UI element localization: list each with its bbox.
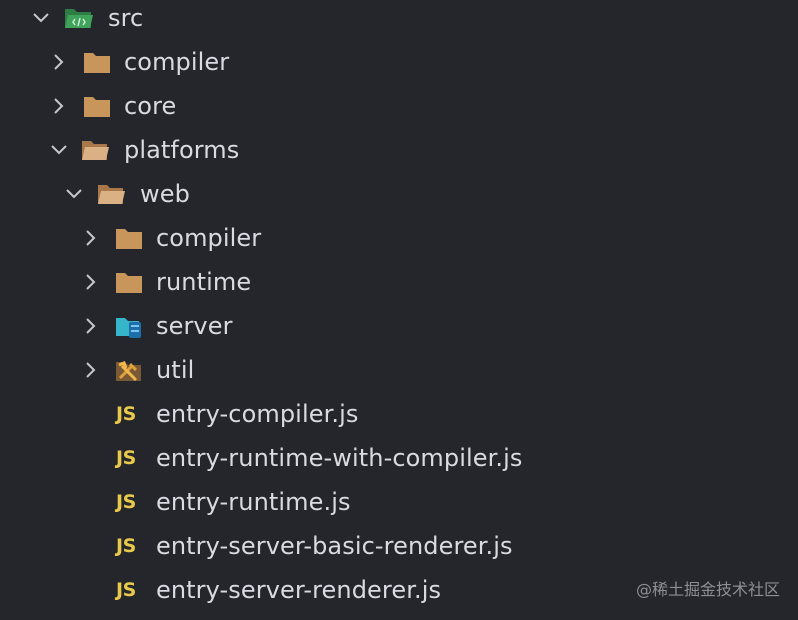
chevron-down-icon[interactable]: [30, 7, 52, 29]
folder-icon: [82, 92, 112, 120]
tree-item-compiler[interactable]: compiler: [0, 40, 798, 84]
chevron-right-icon[interactable]: [48, 51, 70, 73]
tree-item-label: runtime: [156, 268, 252, 296]
tree-item-file[interactable]: JS entry-compiler.js: [0, 392, 798, 436]
src-folder-open-icon: [64, 4, 94, 32]
tree-item-label: core: [124, 92, 177, 120]
tree-item-file[interactable]: JS entry-runtime-with-compiler.js: [0, 436, 798, 480]
chevron-right-icon[interactable]: [80, 315, 102, 337]
javascript-file-icon: JS: [116, 579, 136, 601]
tree-item-src[interactable]: src: [0, 0, 798, 40]
tree-item-label: entry-server-renderer.js: [156, 576, 442, 604]
chevron-right-icon[interactable]: [48, 95, 70, 117]
tree-item-label: entry-server-basic-renderer.js: [156, 532, 513, 560]
tree-item-label: src: [108, 4, 144, 32]
tree-item-web-server[interactable]: server: [0, 304, 798, 348]
tree-item-web-util[interactable]: util: [0, 348, 798, 392]
tree-item-label: entry-runtime.js: [156, 488, 351, 516]
folder-open-icon: [80, 136, 110, 164]
chevron-right-icon[interactable]: [80, 227, 102, 249]
folder-open-icon: [96, 180, 126, 208]
tree-item-file[interactable]: JS entry-server-renderer.js: [0, 568, 798, 612]
tree-item-label: web: [140, 180, 190, 208]
tree-item-platforms[interactable]: platforms: [0, 128, 798, 172]
javascript-file-icon: JS: [116, 491, 136, 513]
tree-item-file[interactable]: JS entry-server-basic-renderer.js: [0, 524, 798, 568]
folder-icon: [82, 48, 112, 76]
tree-item-label: compiler: [156, 224, 262, 252]
tree-item-web-runtime[interactable]: runtime: [0, 260, 798, 304]
javascript-file-icon: JS: [116, 535, 136, 557]
watermark: @稀土掘金技术社区: [635, 580, 780, 599]
chevron-right-icon[interactable]: [80, 359, 102, 381]
chevron-right-icon[interactable]: [80, 271, 102, 293]
tree-item-label: platforms: [124, 136, 240, 164]
tree-item-file[interactable]: JS entry-runtime.js: [0, 480, 798, 524]
javascript-file-icon: JS: [116, 447, 136, 469]
server-folder-icon: [114, 312, 144, 340]
tree-item-label: entry-compiler.js: [156, 400, 359, 428]
tree-item-label: entry-runtime-with-compiler.js: [156, 444, 523, 472]
tree-item-web[interactable]: web: [0, 172, 798, 216]
folder-icon: [114, 268, 144, 296]
javascript-file-icon: JS: [116, 403, 136, 425]
folder-icon: [114, 224, 144, 252]
tree-item-web-compiler[interactable]: compiler: [0, 216, 798, 260]
util-folder-icon: [114, 356, 144, 384]
chevron-down-icon[interactable]: [48, 139, 70, 161]
tree-item-label: util: [156, 356, 195, 384]
chevron-down-icon[interactable]: [63, 183, 85, 205]
tree-item-label: compiler: [124, 48, 230, 76]
tree-item-label: server: [156, 312, 233, 340]
tree-item-core[interactable]: core: [0, 84, 798, 128]
